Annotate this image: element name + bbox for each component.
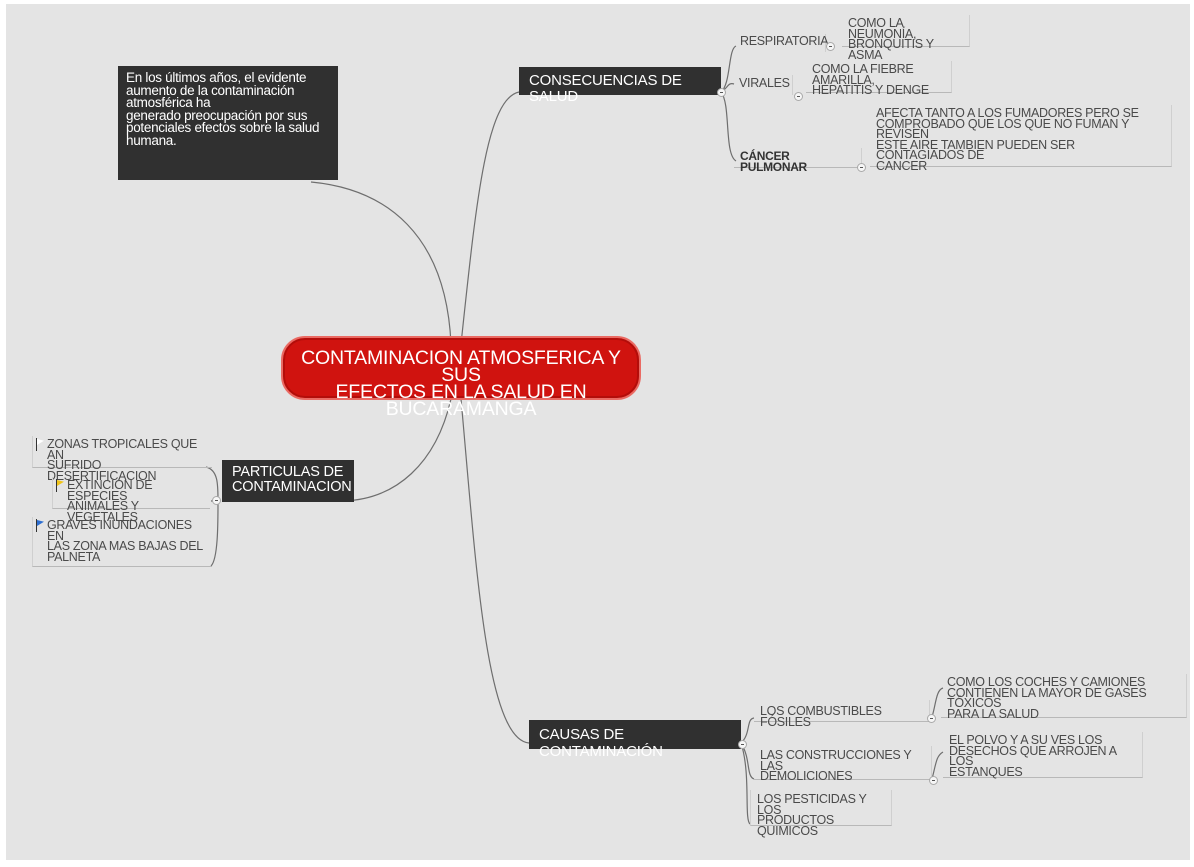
topic-line: DEMOLICIONES [760, 769, 853, 783]
topic-line: PRODUCTOS QUIMICOS [757, 813, 834, 838]
intro-note[interactable]: En los últimos años, el evidente aumento… [118, 66, 338, 180]
detail-line: PARA LA SALUD [947, 706, 1039, 721]
topic-line: LAS CONSTRUCCIONES Y LAS [760, 748, 912, 773]
topic-line: GRAVES INUNDACIONES EN [47, 518, 192, 543]
link-combustibles-detail [931, 687, 944, 718]
collapse-toggle-icon[interactable] [717, 88, 726, 97]
link-construcciones-detail [931, 751, 944, 780]
topic-combustibles[interactable]: LOS COMBUSTIBLES FÓSILES [754, 700, 930, 728]
collapse-toggle-icon[interactable] [929, 776, 938, 785]
detail-line: COMO LA NEUMONÍA, [848, 16, 917, 41]
detail-line: CONTIENEN LA MAYOR DE GASES TÓXICOS [947, 685, 1147, 710]
note-line: En los últimos años, el evidente [126, 70, 307, 85]
collapse-toggle-icon[interactable] [794, 92, 803, 101]
note-line: aumento de la contaminación [126, 82, 295, 98]
central-topic-line: EFECTOS EN LA SALUD EN BUCARAMANGA [335, 381, 587, 420]
topic-label: CÁNCER PULMONAR [740, 149, 807, 174]
collapse-toggle-icon[interactable] [857, 163, 866, 172]
detail-respiratoria[interactable]: COMO LA NEUMONÍA, BRONQUITIS Y ASMA [842, 15, 970, 61]
collapse-toggle-icon[interactable] [826, 42, 835, 51]
detail-line: COMPROBADO QUE LOS QUE NO FUMAN Y REVISE… [876, 116, 1129, 141]
topic-label: RESPIRATORIA [740, 34, 829, 48]
branch-causas[interactable]: CAUSAS DE CONTAMINACIÓN [529, 720, 741, 760]
detail-line: ESTANQUES [949, 764, 1023, 779]
branch-consecuencias[interactable]: CONSECUENCIAS DE SALUD [519, 67, 721, 105]
branch-label: CONSECUENCIAS DE SALUD [529, 72, 682, 105]
topic-line: ZONAS TROPICALES QUE AN [47, 437, 198, 462]
link-particulas [343, 398, 452, 502]
collapse-toggle-icon[interactable] [927, 714, 936, 723]
topic-pesticidas[interactable]: LOS PESTICIDAS Y LOS PRODUCTOS QUIMICOS [750, 790, 892, 837]
detail-line: EL POLVO Y A SU VES LOS [949, 733, 1103, 747]
topic-line: LAS ZONA MAS BAJAS DEL [47, 539, 203, 553]
topic-cancer[interactable]: CÁNCER PULMONAR [734, 148, 862, 172]
flag-icon [35, 519, 45, 532]
note-line: atmosférica ha [126, 95, 211, 110]
topic-line: SUFRIDO DESERTIFICACION [47, 458, 157, 483]
topic-line: ANIMALES Y VEGETALES [67, 499, 139, 524]
central-topic-line: CONTAMINACION ATMOSFERICA Y SUS [301, 347, 621, 386]
detail-line: AFECTA TANTO A LOS FUMADORES PERO SE [876, 106, 1139, 120]
flag-icon [55, 479, 65, 492]
detail-construcciones[interactable]: EL POLVO Y A SU VES LOS DESECHOS QUE ARR… [943, 732, 1143, 778]
detail-line: COMO LA FIEBRE AMARILLA, [812, 62, 914, 87]
topic-inundaciones[interactable]: GRAVES INUNDACIONES EN LAS ZONA MAS BAJA… [32, 517, 212, 567]
link-pesticidas [740, 742, 751, 825]
detail-virales[interactable]: COMO LA FIEBRE AMARILLA, HEPATITIS Y DEN… [806, 61, 952, 97]
detail-line: HEPATITIS Y DENGE [812, 83, 929, 97]
detail-line: COMO LOS COCHES Y CAMIONES [947, 675, 1146, 689]
branch-label: PARTICULAS DE [232, 464, 344, 480]
branch-particulas[interactable]: PARTICULAS DE CONTAMINACION [222, 460, 354, 502]
link-consecuencias [460, 91, 520, 345]
collapse-toggle-icon[interactable] [212, 496, 221, 505]
link-note [310, 181, 452, 345]
topic-respiratoria[interactable]: RESPIRATORIA [734, 34, 829, 52]
topic-line: LOS PESTICIDAS Y LOS [757, 792, 867, 817]
topic-line: EXTINCION DE ESPECIES [67, 478, 153, 503]
topic-label: LOS COMBUSTIBLES FÓSILES [760, 704, 882, 729]
collapse-toggle-icon[interactable] [738, 740, 747, 749]
link-causas [460, 398, 530, 744]
detail-line: BRONQUITIS Y ASMA [848, 37, 934, 62]
topic-line: PALNETA [47, 549, 101, 564]
detail-combustibles[interactable]: COMO LOS COCHES Y CAMIONES CONTIENEN LA … [941, 674, 1187, 721]
detail-cancer[interactable]: AFECTA TANTO A LOS FUMADORES PERO SE COM… [870, 105, 1172, 171]
topic-zonas-tropicales[interactable]: ZONAS TROPICALES QUE AN SUFRIDO DESERTIF… [32, 436, 212, 482]
branch-label: CONTAMINACION [232, 479, 352, 495]
note-line: generado preocupación por sus [126, 107, 308, 123]
mind-map-canvas: En los últimos años, el evidente aumento… [6, 4, 1190, 860]
topic-construcciones[interactable]: LAS CONSTRUCCIONES Y LAS DEMOLICIONES [754, 746, 932, 783]
note-line: humana. [126, 132, 177, 148]
topic-label: VIRALES [739, 76, 790, 90]
branch-label: CAUSAS DE CONTAMINACIÓN [539, 726, 663, 760]
link-inundaciones [210, 500, 219, 567]
detail-line: ESTE AIRE TAMBIEN PUEDEN SER CONTAGIADOS… [876, 137, 1075, 162]
detail-line: CANCER [876, 158, 927, 173]
note-line: potenciales efectos sobre la salud [126, 120, 320, 135]
detail-line: DESECHOS QUE ARROJEN A LOS [949, 743, 1117, 768]
topic-extincion[interactable]: EXTINCION DE ESPECIES ANIMALES Y VEGETAL… [52, 477, 210, 523]
topic-virales[interactable]: VIRALES [733, 75, 793, 95]
flag-icon [35, 438, 45, 451]
central-topic[interactable]: CONTAMINACION ATMOSFERICA Y SUS EFECTOS … [281, 336, 641, 419]
